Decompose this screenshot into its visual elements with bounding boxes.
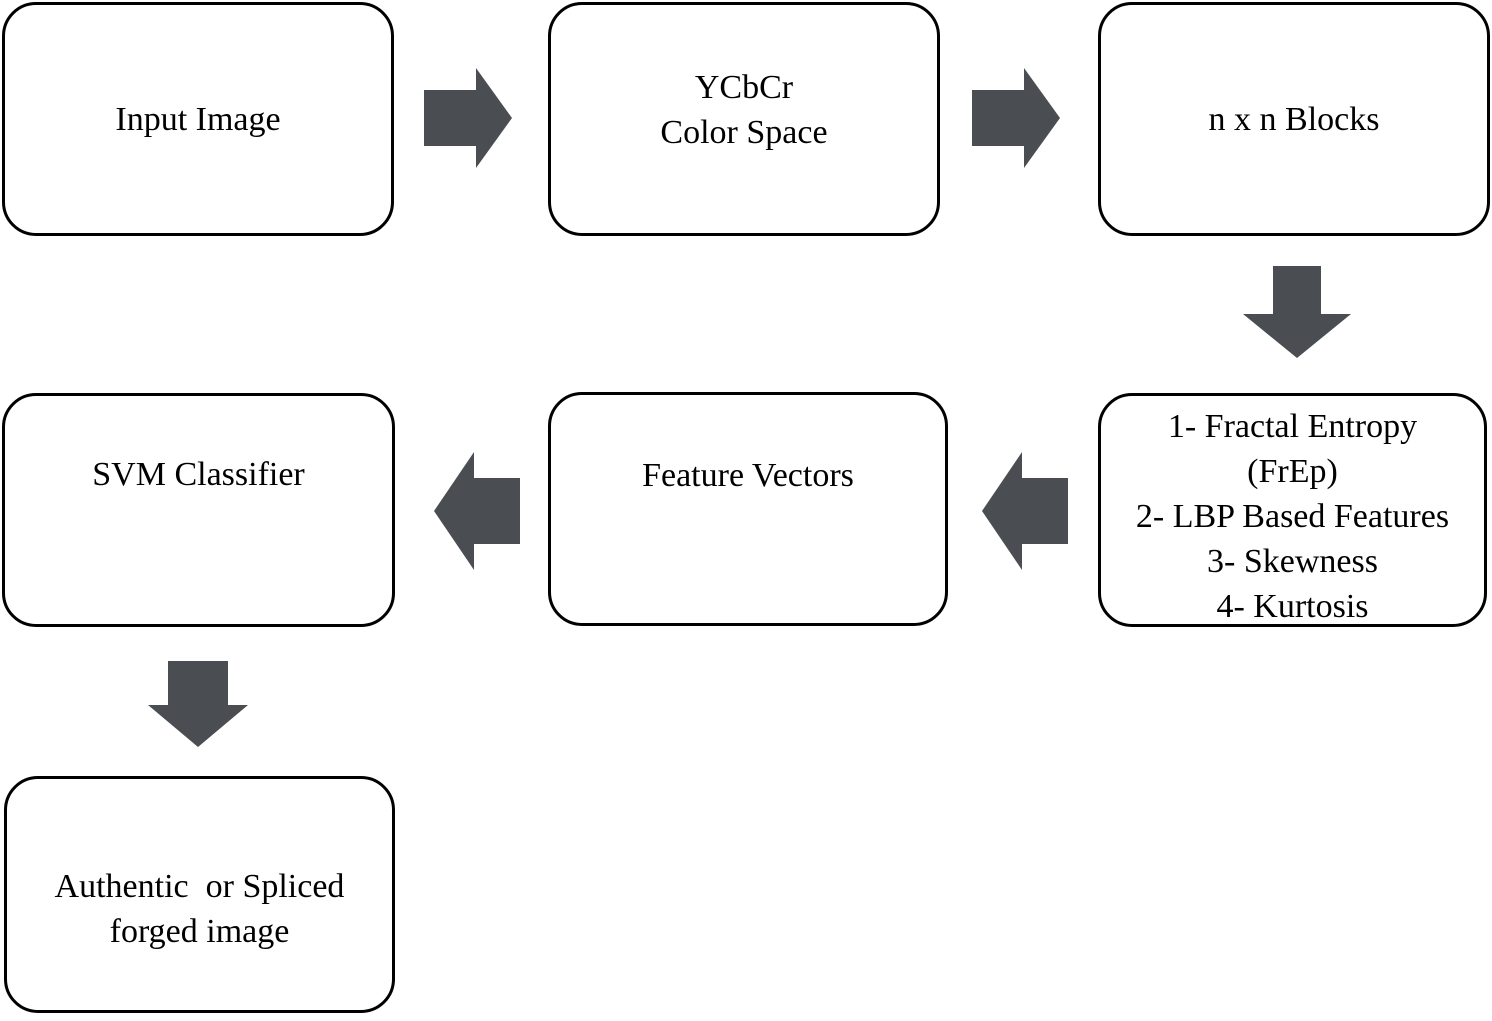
node-input-image-line-1: Input Image <box>115 100 281 138</box>
node-blocks-line-1: n x n Blocks <box>1208 100 1380 138</box>
arrow-down-svm-to-output <box>148 661 248 747</box>
node-feature-vectors[interactable]: Feature Vectors <box>548 392 948 626</box>
node-input-image[interactable]: Input Image <box>2 2 394 236</box>
arrow-left-feature-vectors-to-svm <box>434 452 520 570</box>
arrow-down-blocks-to-features <box>1243 266 1351 358</box>
arrow-left-features-to-feature-vectors <box>982 452 1068 570</box>
node-ycbcr-color-space[interactable]: YCbCr Color Space <box>548 2 940 236</box>
node-features-line-1: 1- Fractal Entropy <box>1167 408 1418 445</box>
node-nxn-blocks[interactable]: n x n Blocks <box>1098 2 1490 236</box>
node-output-line-2: forged image <box>109 913 290 950</box>
node-output-line-1: Authentic or Spliced <box>54 868 345 905</box>
node-feature-vectors-line-1: Feature Vectors <box>642 457 854 494</box>
node-extracted-features[interactable]: 1- Fractal Entropy (FrEp) 2- LBP Based F… <box>1098 393 1487 627</box>
node-ycbcr-line-2: Color Space <box>660 114 828 151</box>
node-classification-output[interactable]: Authentic or Spliced forged image <box>4 776 395 1013</box>
node-svm-line-1: SVM Classifier <box>92 456 305 493</box>
arrow-right-ycbcr-to-blocks <box>972 68 1060 168</box>
node-ycbcr-line-1: YCbCr <box>694 69 794 106</box>
arrow-right-input-to-ycbcr <box>424 68 512 168</box>
node-svm-classifier[interactable]: SVM Classifier <box>2 393 395 627</box>
node-features-line-5: 4- Kurtosis <box>1216 588 1369 625</box>
node-features-line-4: 3- Skewness <box>1207 543 1378 580</box>
node-features-line-3: 2- LBP Based Features <box>1135 498 1450 535</box>
node-features-line-2: (FrEp) <box>1247 453 1338 490</box>
